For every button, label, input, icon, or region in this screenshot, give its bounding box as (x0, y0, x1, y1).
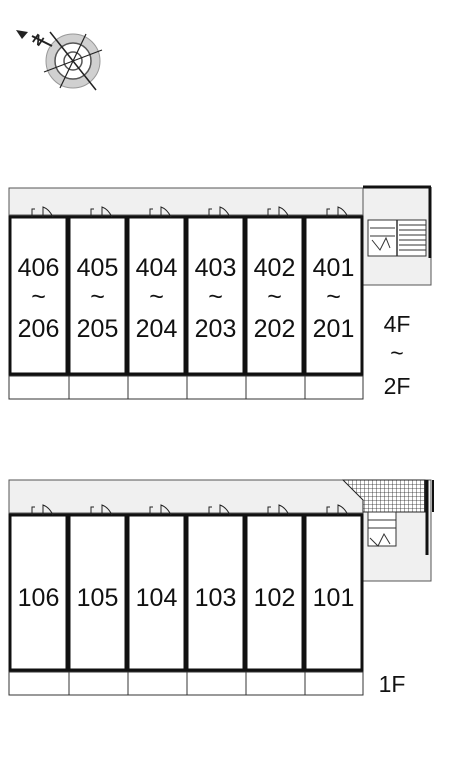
compass-north-icon: N (16, 30, 103, 91)
unit-number-lower: 202 (254, 315, 296, 343)
unit-403[interactable]: 403 ~ 203 (185, 206, 246, 376)
unit-404[interactable]: 404 ~ 204 (126, 206, 187, 376)
range-tilde: ~ (267, 283, 282, 311)
ground-floor-block: 106 105 104 103 102 (8, 479, 434, 697)
unit-number-upper: 404 (136, 254, 178, 282)
unit-number-lower: 203 (195, 315, 237, 343)
unit-number: 104 (136, 584, 178, 612)
range-tilde: ~ (208, 283, 223, 311)
floor-label: 1F (379, 671, 406, 697)
unit-number-upper: 402 (254, 254, 296, 282)
range-tilde: ~ (90, 283, 105, 311)
range-tilde: ~ (31, 283, 46, 311)
unit-401[interactable]: 401 ~ 201 (303, 206, 364, 376)
unit-102[interactable]: 102 (244, 504, 305, 672)
compass-letter: N (30, 30, 47, 49)
unit-405[interactable]: 405 ~ 205 (67, 206, 128, 376)
unit-402[interactable]: 402 ~ 202 (244, 206, 305, 376)
unit-number-upper: 401 (313, 254, 355, 282)
floor-range-tilde: ~ (390, 340, 403, 366)
unit-number-lower: 205 (77, 315, 119, 343)
unit-number-lower: 206 (18, 315, 60, 343)
unit-number: 106 (18, 584, 60, 612)
unit-101[interactable]: 101 (303, 504, 364, 672)
unit-number-lower: 204 (136, 315, 178, 343)
upper-floor-block: 406 ~ 206 405 ~ 205 404 ~ 204 403 (8, 185, 432, 400)
stairs-icon (367, 511, 397, 547)
unit-103[interactable]: 103 (185, 504, 246, 672)
unit-105[interactable]: 105 (67, 504, 128, 672)
range-tilde: ~ (326, 283, 341, 311)
unit-number: 101 (313, 584, 355, 612)
floor-range-top: 4F (384, 311, 411, 337)
unit-number-upper: 403 (195, 254, 237, 282)
unit-106[interactable]: 106 (8, 504, 69, 672)
unit-number: 105 (77, 584, 119, 612)
range-tilde: ~ (149, 283, 164, 311)
floor-range-bottom: 2F (384, 373, 411, 399)
stairs-icon (367, 219, 427, 257)
unit-104[interactable]: 104 (126, 504, 187, 672)
unit-number-lower: 201 (313, 315, 355, 343)
unit-number: 102 (254, 584, 296, 612)
unit-number: 103 (195, 584, 237, 612)
unit-number-upper: 405 (77, 254, 119, 282)
unit-406[interactable]: 406 ~ 206 (8, 206, 69, 376)
unit-number-upper: 406 (18, 254, 60, 282)
